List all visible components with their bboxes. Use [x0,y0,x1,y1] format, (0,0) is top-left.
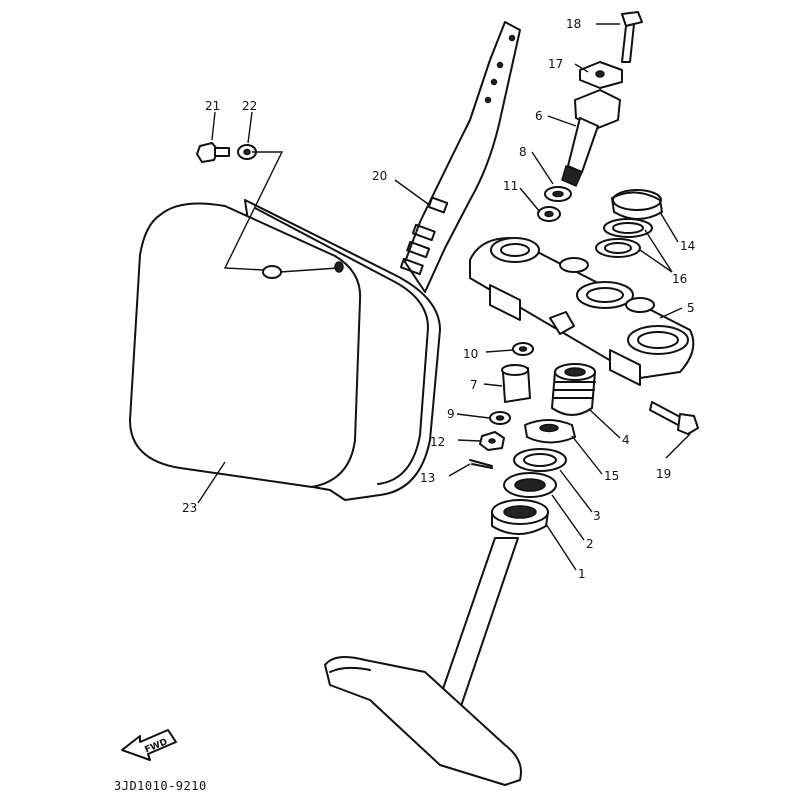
figure-code: 3JD1010-9210 [114,779,207,793]
handlebar-holder-6 [561,89,621,187]
bolt-21 [196,142,230,163]
callout-8: 8 [519,145,527,159]
nut-12 [479,431,505,451]
callout-6: 6 [535,109,543,123]
pinch-bolt-19 [649,401,699,435]
forward-arrow-icon: FWD [121,729,177,761]
callout-4: 4 [622,433,630,447]
washer-8 [544,186,572,202]
bolt-18 [621,11,643,63]
bearing-1 [491,499,549,535]
collar-7 [501,364,531,403]
callout-9: 9 [447,407,455,421]
callout-3: 3 [593,509,601,523]
callout-2: 2 [586,537,594,551]
callout-16: 16 [672,272,687,286]
holder-cap-17 [579,61,623,89]
washer-10 [512,342,534,356]
callout-20: 20 [372,169,387,183]
lower-bracket-stem [324,537,522,786]
callout-11: 11 [503,179,518,193]
cotter-pin-13 [469,459,493,469]
plate-bracket-20 [399,21,521,293]
bearing-2 [503,472,557,498]
ring-nut-15 [524,419,576,444]
ring-nut-4 [551,363,596,416]
callout-5: 5 [687,301,695,315]
bearing-cover-3 [513,448,567,472]
callout-13: 13 [420,471,435,485]
callout-21: 21 [205,99,220,113]
callout-17: 17 [548,57,563,71]
callout-1: 1 [578,567,586,581]
leader-lines [197,23,691,571]
upper-bracket-5 [469,237,695,386]
steering-nut-14 [611,189,663,220]
number-plate-23 [129,199,441,501]
callout-19: 19 [656,467,671,481]
washer-9 [489,411,511,425]
callout-23: 23 [182,501,197,515]
callout-labels: 18 17 6 8 11 21 22 20 14 16 5 10 7 4 19 … [182,17,695,581]
callout-7: 7 [470,378,478,392]
callout-18: 18 [566,17,581,31]
callout-12: 12 [430,435,445,449]
callout-10: 10 [463,347,478,361]
washer-11 [537,206,561,222]
callout-14: 14 [680,239,695,253]
washer-16 [595,218,653,258]
callout-15: 15 [604,469,619,483]
callout-22: 22 [242,99,257,113]
